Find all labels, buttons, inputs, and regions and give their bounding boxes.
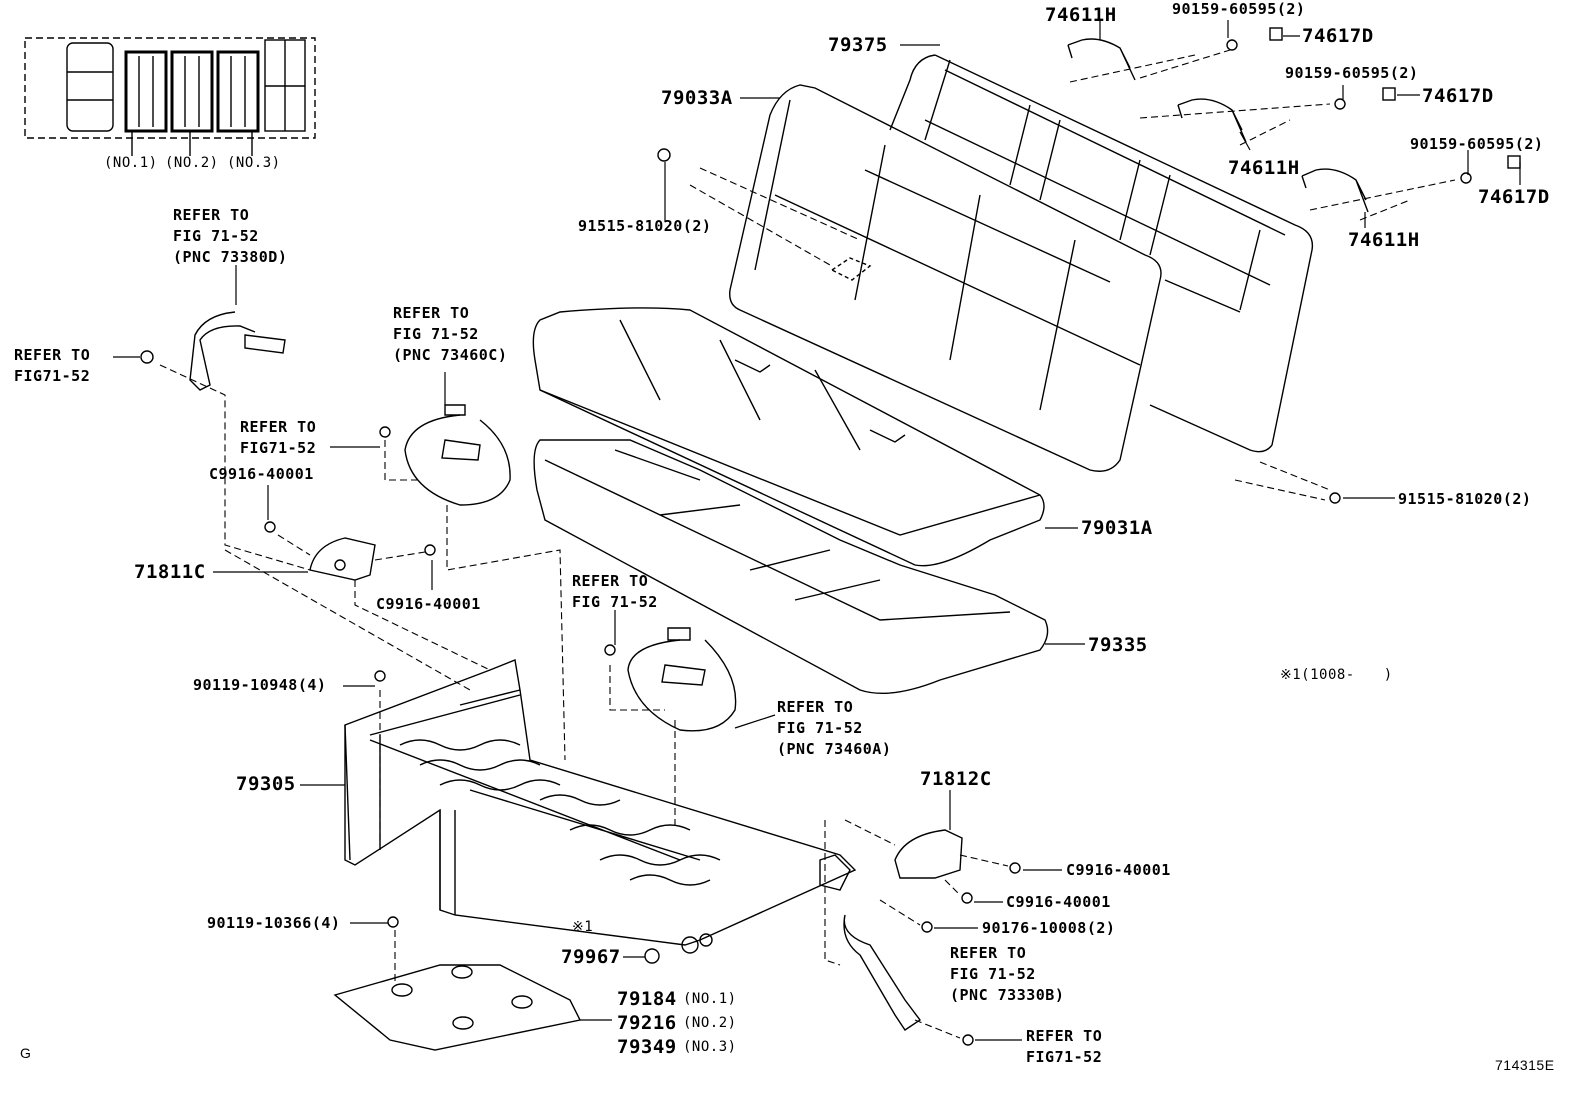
refer-line: (PNC 73380D): [173, 248, 288, 266]
cushion-79031a: [532, 307, 1045, 567]
refer-line: FIG71-52: [240, 439, 317, 457]
buckle-belt-73460a: [627, 627, 737, 732]
label-79349: 79349: [617, 1036, 677, 1058]
refer-line: REFER TO: [1026, 1027, 1103, 1045]
cover-71812c: [894, 829, 963, 879]
label-79184: 79184: [617, 988, 677, 1010]
refer-line: REFER TO: [950, 944, 1027, 962]
refer-line: (PNC 73460A): [777, 740, 892, 758]
label-91515-left: 91515-81020(2): [578, 217, 712, 235]
footer-left: G: [20, 1045, 32, 1061]
refer-line: REFER TO: [777, 698, 854, 716]
refer-line: FIG 71-52: [173, 227, 259, 245]
dashed-relations: [159, 49, 1456, 1039]
label-c9916-c: C9916-40001: [1066, 861, 1171, 879]
label-90159-3: 90159-60595(2): [1410, 135, 1544, 153]
label-note-range: ※1(1008- ): [1280, 667, 1393, 683]
fasteners: [140, 27, 1521, 1046]
refer-73460c: REFER TO FIG 71-52 (PNC 73460C): [393, 303, 507, 366]
refer-line: REFER TO: [173, 206, 250, 224]
label-90119-10366: 90119-10366(4): [207, 914, 341, 932]
label-79349-pos: (NO.3): [683, 1039, 737, 1055]
refer-line: FIG 71-52: [572, 593, 658, 611]
leader-lines: [113, 20, 1521, 1041]
label-79335: 79335: [1088, 634, 1148, 656]
refer-line: (PNC 73460C): [393, 346, 508, 364]
label-74617d-1: 74617D: [1302, 25, 1374, 47]
refer-line: REFER TO: [572, 572, 649, 590]
refer-fig71-52-bottom: REFER TO FIG71-52: [1026, 1026, 1102, 1068]
refer-line: FIG71-52: [1026, 1048, 1103, 1066]
cushion-79335: [533, 439, 1049, 694]
label-79184-pos: (NO.1): [683, 991, 737, 1007]
legend-pos-1: (NO.1): [104, 155, 158, 171]
label-c9916-d: C9916-40001: [1006, 893, 1111, 911]
label-90159-1: 90159-60595(2): [1172, 0, 1306, 18]
label-71812c: 71812C: [920, 768, 992, 790]
refer-line: REFER TO: [240, 418, 317, 436]
refer-line: FIG71-52: [14, 367, 91, 385]
label-79216-pos: (NO.2): [683, 1015, 737, 1031]
label-79033a: 79033A: [661, 87, 733, 109]
refer-line: (PNC 73330B): [950, 986, 1065, 1004]
footer-right: 714315E: [1495, 1057, 1555, 1073]
label-74617d-3: 74617D: [1478, 186, 1550, 208]
label-71811c: 71811C: [134, 561, 206, 583]
refer-line: REFER TO: [14, 346, 91, 364]
label-c9916-b: C9916-40001: [376, 595, 481, 613]
label-79305: 79305: [236, 773, 296, 795]
under-tray: [333, 964, 582, 1051]
refer-73330b: REFER TO FIG 71-52 (PNC 73330B): [950, 943, 1064, 1006]
refer-fig71-52-mid: REFER TO FIG71-52: [240, 417, 316, 459]
label-79967: 79967: [561, 946, 621, 968]
label-79216: 79216: [617, 1012, 677, 1034]
label-c9916-a: C9916-40001: [209, 465, 314, 483]
seat-belt-upper: [189, 311, 286, 391]
hinge-brackets: [1067, 38, 1369, 213]
label-79031a: 79031A: [1081, 517, 1153, 539]
label-74611h-top: 74611H: [1045, 4, 1117, 26]
label-74617d-2: 74617D: [1422, 85, 1494, 107]
label-90159-2: 90159-60595(2): [1285, 64, 1419, 82]
refer-73380d: REFER TO FIG 71-52 (PNC 73380D): [173, 205, 287, 268]
cover-71811c: [309, 537, 376, 581]
seatback-79033a: [729, 84, 1162, 472]
refer-line: FIG 71-52: [950, 965, 1036, 983]
label-91515-right: 91515-81020(2): [1398, 490, 1532, 508]
refer-line: REFER TO: [393, 304, 470, 322]
label-90119-10948: 90119-10948(4): [193, 676, 327, 694]
legend-pos-2: (NO.2): [165, 155, 219, 171]
refer-line: FIG 71-52: [777, 719, 863, 737]
label-note-mark: ※1: [572, 919, 594, 935]
buckle-belt-73460c: [404, 404, 511, 506]
seatback-79375: [889, 54, 1314, 453]
label-74611h-bot: 74611H: [1348, 229, 1420, 251]
refer-line: FIG 71-52: [393, 325, 479, 343]
label-90176: 90176-10008(2): [982, 919, 1116, 937]
refer-73460a: REFER TO FIG 71-52 (PNC 73460A): [777, 697, 891, 760]
seat-position-legend: [24, 37, 316, 156]
label-74611h-mid: 74611H: [1228, 157, 1300, 179]
refer-fig71-52-left: REFER TO FIG71-52: [14, 345, 90, 387]
belt-73330b: [843, 914, 922, 1031]
label-79375: 79375: [828, 34, 888, 56]
refer-fig-71-52-center: REFER TO FIG 71-52: [572, 571, 658, 613]
legend-pos-3: (NO.3): [227, 155, 281, 171]
